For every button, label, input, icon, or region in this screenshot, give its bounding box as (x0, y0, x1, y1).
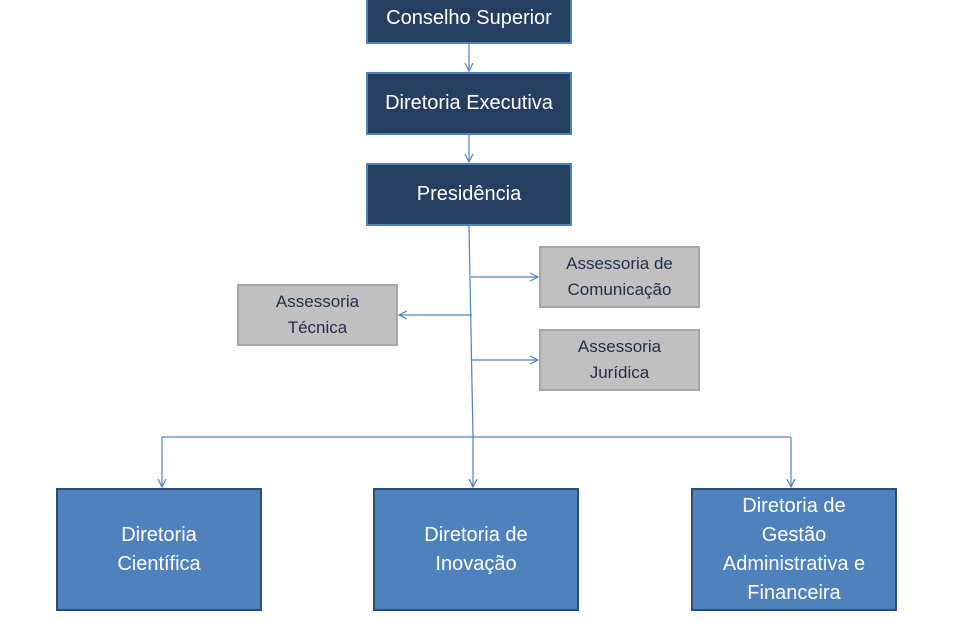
connector-presidencia-trunk (468, 225, 474, 438)
presidencia-box: Presidência (366, 163, 572, 226)
assessoria-tecnica-box: Assessoria Técnica (237, 284, 398, 346)
diretoria-gestao-box: Diretoria de Gestão Administrativa e Fin… (691, 488, 897, 611)
diretoria-inovacao-box: Diretoria de Inovação (373, 488, 579, 611)
conselho-superior-box: Conselho Superior (366, 0, 572, 44)
diretoria-cientifica-box: Diretoria Científica (56, 488, 262, 611)
assessoria-juridica-box: Assessoria Jurídica (539, 329, 700, 391)
assessoria-comunicacao-box: Assessoria de Comunicação (539, 246, 700, 308)
diretoria-executiva-box: Diretoria Executiva (366, 72, 572, 135)
